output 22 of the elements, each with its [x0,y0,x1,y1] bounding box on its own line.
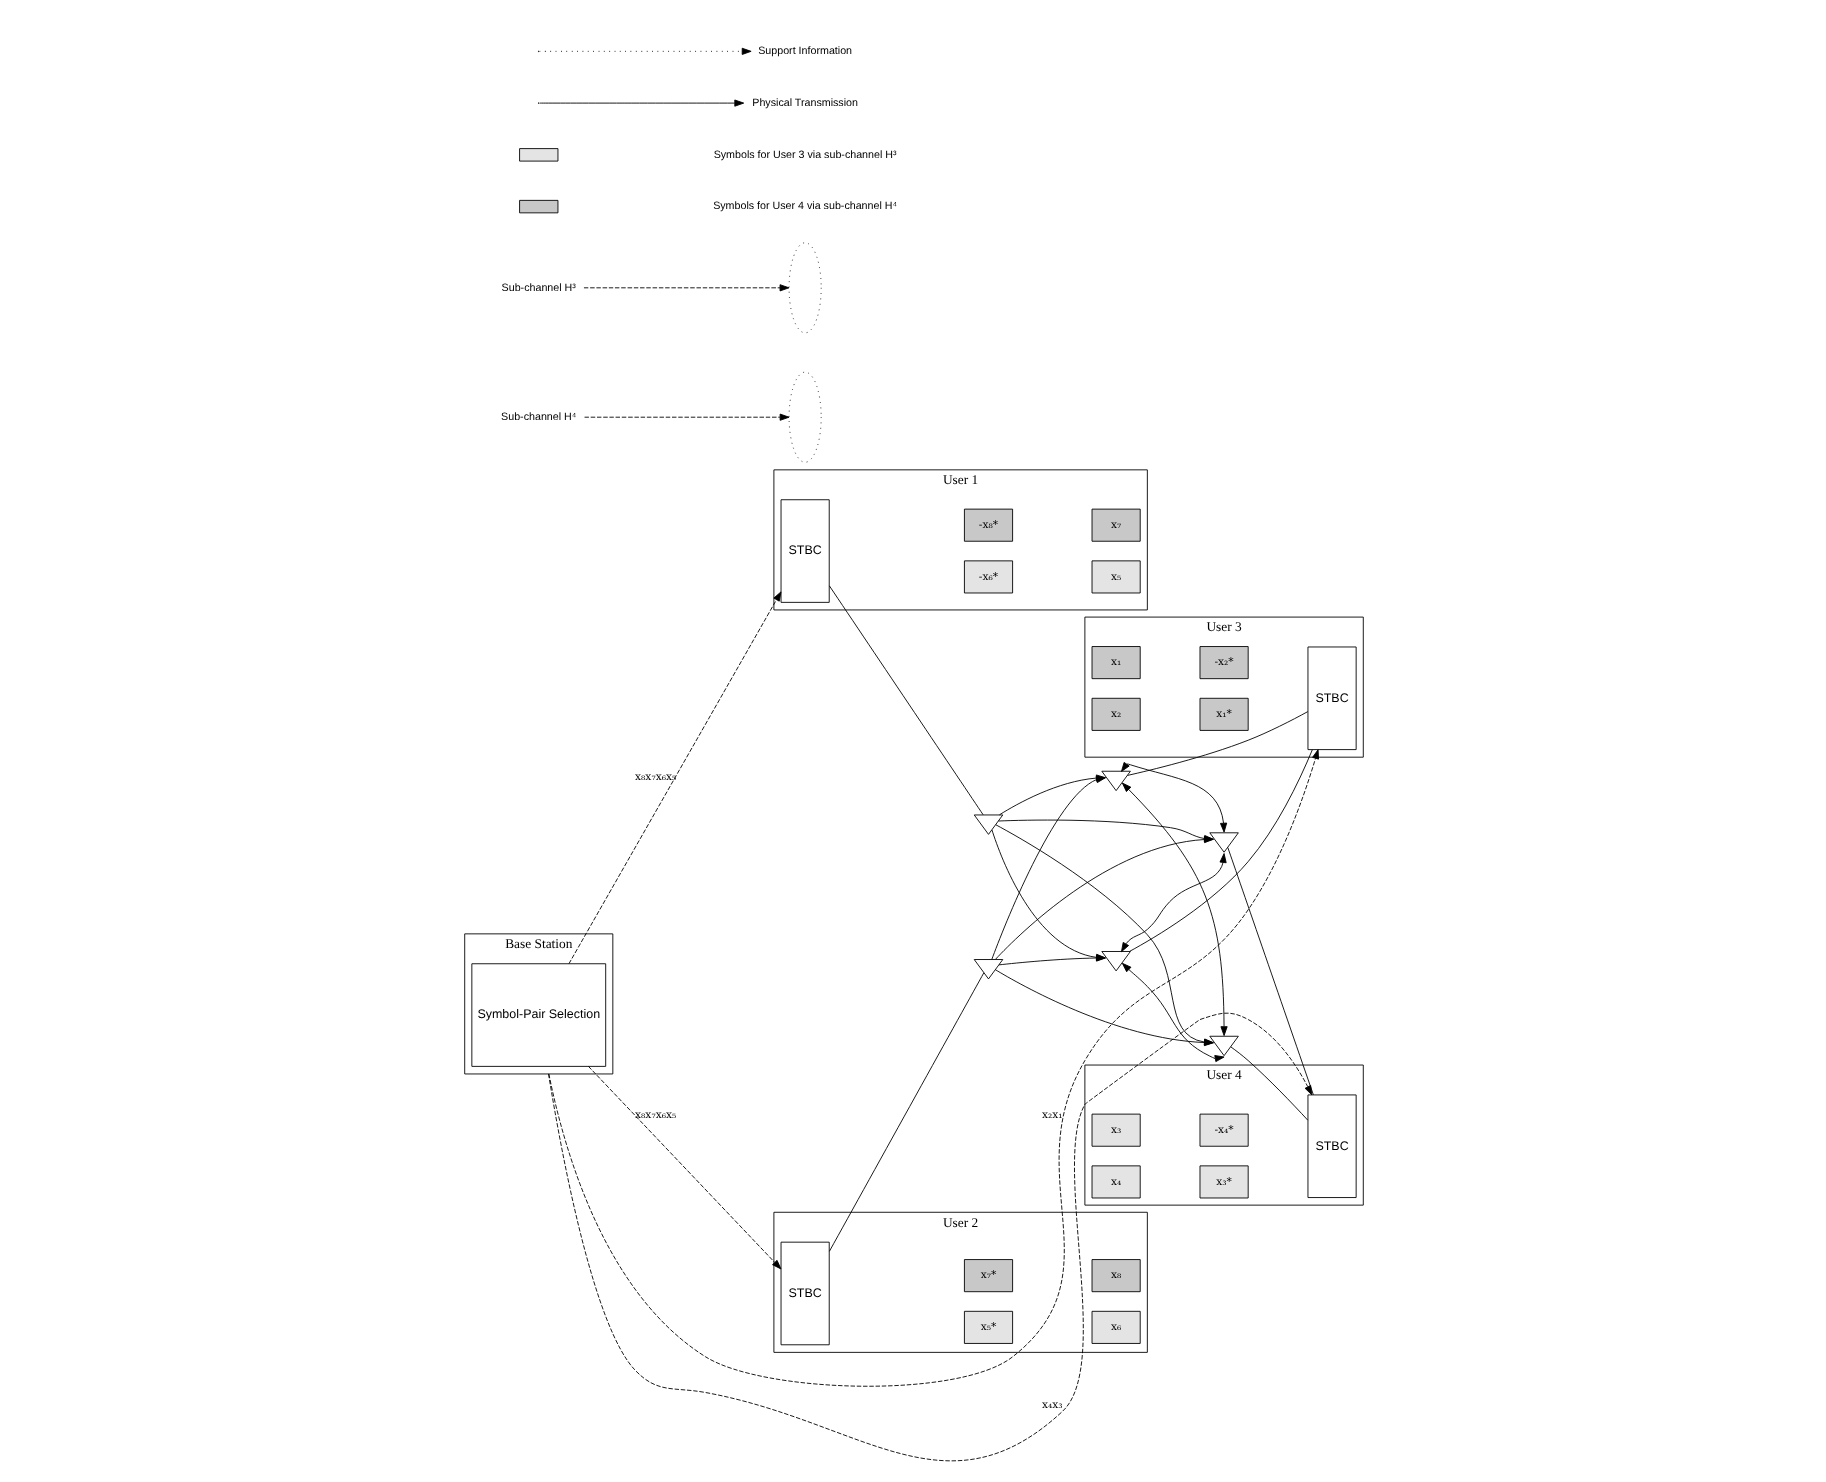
arrow [547,1012,1312,1462]
arrow [547,749,1318,1387]
connector [1128,749,1312,952]
connector [827,585,983,816]
arrow [1120,962,1224,1063]
connector [1229,1046,1308,1121]
arrow [587,1066,781,1270]
connector [1226,847,1313,1096]
node-ellipse [787,371,821,463]
connector [1126,711,1308,776]
node-triangle [972,959,1003,980]
node-triangle [1208,832,1238,853]
node-ellipse [787,242,821,334]
node-triangle [1208,1035,1238,1057]
node-triangle [972,814,1003,835]
connector [827,972,984,1252]
arrow [1120,853,1226,953]
arrow [583,413,789,421]
arrow [1120,782,1227,1037]
arrow [567,591,781,965]
arrow [1120,761,1227,833]
arrow [582,284,789,292]
